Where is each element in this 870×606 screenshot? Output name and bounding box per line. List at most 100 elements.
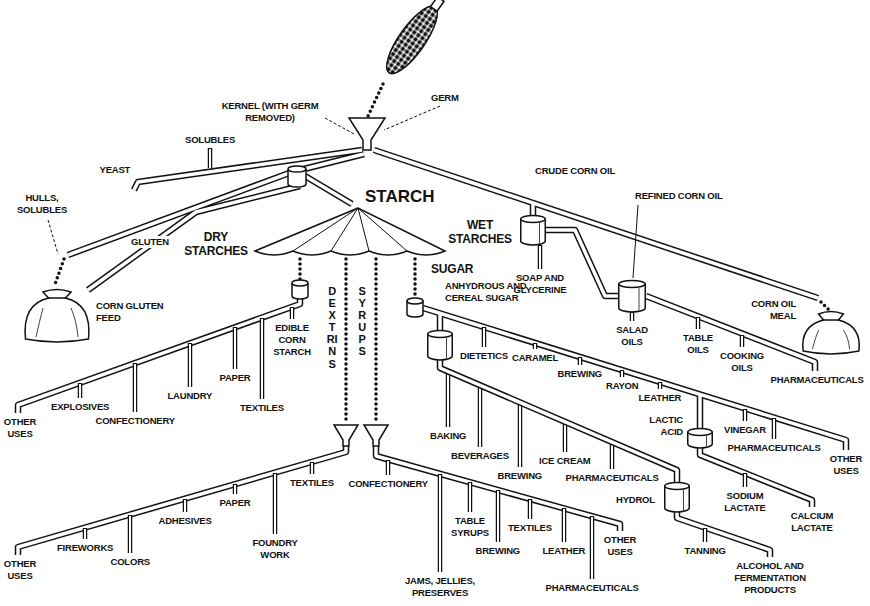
branch-pipe [468,482,473,512]
use-label: ADHESIVES [159,515,212,527]
use-label: FIREWORKS [57,542,113,554]
use-label: PAPER [220,372,251,384]
branch-pipe [533,343,538,349]
node-label: CRUDE CORN OIL [535,165,615,177]
branch-pipe-core [84,529,86,539]
germ-leader [384,106,440,130]
use-label: VINEGAR [724,424,766,436]
umbrella-rib [358,208,369,251]
branch-pipe [482,327,487,347]
product-label: HULLS, SOLUBLES [12,192,72,216]
product-label: OTHER USES [600,534,640,558]
node-outline [427,330,453,360]
use-label: CONFECTIONERY [96,415,175,427]
tank-lid [428,331,453,338]
pipe-outline [18,150,846,557]
sack-tie [822,319,839,321]
product-label: PHARMACEUTICALS [771,374,864,386]
branch-pipe-core [469,483,471,512]
tank-node: REFINED CORN OIL [618,280,646,312]
branch-pipe-core [129,516,131,553]
cob-stalk [431,0,444,11]
branch-pipe [188,343,193,387]
branch-pipe-core [744,474,746,487]
branch-pipe [538,245,543,269]
branch-pipe [563,422,568,452]
use-label: TABLE OILS [678,332,718,356]
branch-pipe [260,318,265,399]
use-label: TANNING [685,545,726,557]
pipe-core [18,150,846,557]
node-outline [664,482,690,512]
branch-pipe-core [579,358,581,365]
dextrin-funnel [334,425,358,446]
node-outline [618,280,646,312]
use-label: JAMS, JELLIES, PRESERVES [394,575,486,599]
syrup-stream [374,259,378,423]
branch-pipe-core [519,403,521,467]
hulls-leader [48,220,58,254]
product-label: CALCIUM LACTATE [784,510,840,534]
branch-pipe-core [631,313,633,321]
branch-pipe-core [189,344,191,387]
node-label: HYDROL [616,494,655,506]
tank-cylinder [688,429,713,449]
corn-cob [378,0,451,80]
use-label: PHARMACEUTICALS [546,582,639,594]
tank-lid [521,216,546,223]
product-label: SYRUPS [357,285,368,358]
use-label: COOKING OILS [717,350,767,374]
umbrella-canopy [255,208,445,255]
branch-pipe [518,402,523,467]
umbrella-rib [358,208,407,251]
product-label: OTHER USES [826,453,866,477]
use-label: TEXTILES [240,402,284,414]
branch-pipe [78,383,83,398]
branch-pipe [183,499,188,512]
hopper-funnel [349,118,385,150]
sugar-lid [407,298,423,304]
tank-cylinder [521,216,546,246]
product-label: OTHER USES [0,416,40,440]
branch-pipe [386,460,391,475]
use-label: BREWING [558,368,603,380]
starch-umbrella [255,208,445,255]
node-outline [520,215,546,245]
pipe-connector [440,360,677,482]
branch-pipe-core [591,517,593,579]
node-outline [22,288,92,343]
use-label: LAUNDRY [168,390,213,402]
sack-folds [812,330,849,349]
kernel-stream [368,84,383,116]
sack-tie [47,297,67,299]
branch-pipe [438,474,443,572]
branch-pipe [620,370,625,377]
node-outline [687,428,713,448]
node-label: REFINED CORN OIL [635,190,723,202]
branch-pipe-core [483,328,485,347]
umbrella-rib [331,208,358,251]
branch-pipe [740,335,745,347]
dry-starch-lid [292,280,308,286]
tank-lid [665,483,690,490]
product-label: ALCOHOL AND FERMENTATION PRODUCTS [718,560,822,596]
branch-pipe-core [744,410,746,421]
branch-pipe-core [274,474,276,534]
branch-pipe-core [534,344,536,349]
branch-pipe [630,312,635,321]
separator-lid [288,166,306,172]
branch-pipe-core [234,328,236,369]
node-label: LACTIC ACID [643,414,683,438]
use-label: COLORS [111,556,150,568]
branch-pipe-core [234,485,236,494]
tank-cylinder [619,281,646,313]
dextrin-stream [344,259,348,423]
use-label: CONFECTIONERY [349,478,428,490]
branch-pipe-core [311,463,313,474]
use-label: EXPLOSIVES [51,401,109,413]
branch-pipe-core [387,461,389,475]
product-label: SUGAR [431,262,473,276]
tank-cylinder [665,483,690,513]
branch-pipe-core [447,372,449,427]
